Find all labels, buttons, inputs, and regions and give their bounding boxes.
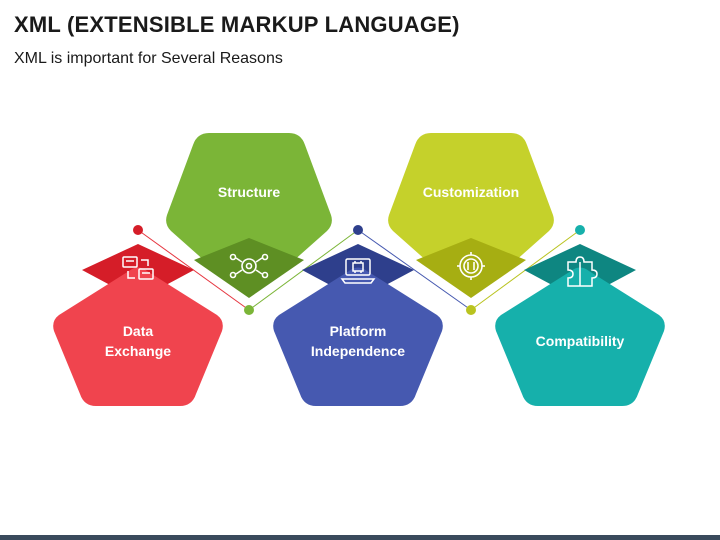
customization-label: Customization [423,184,519,200]
item-structure: Structure [166,133,332,298]
settings-gear-icon [457,252,485,280]
data-exchange-pentagon [53,267,223,406]
compatibility-label: Compatibility [536,333,625,349]
platform-label-line-1: Platform [330,323,387,339]
customization-pentagon [388,133,554,293]
customization-icon-tab [416,238,526,298]
puzzle-icon [567,256,598,287]
dot-customization [466,305,476,315]
item-customization: Customization [388,133,554,298]
structure-label: Structure [218,184,280,200]
data-exchange-label-line-2: Exchange [105,343,171,359]
structure-pentagon [166,133,332,293]
page-subtitle: XML is important for Several Reasons [14,50,283,67]
dot-compatibility [575,225,585,235]
compatibility-pentagon [495,267,665,406]
data-exchange-icon [122,256,154,280]
item-compatibility: Compatibility [495,244,665,406]
platform-label-line-2: Independence [311,343,405,359]
item-data-exchange: Data Exchange [53,244,223,406]
item-platform-independence: Platform Independence [273,244,443,406]
laptop-chip-icon [340,258,376,284]
footer-bar [0,535,720,540]
dot-data-exchange [133,225,143,235]
connector-dots [133,225,585,315]
connector-platform-to-customization [357,229,472,311]
dot-platform [353,225,363,235]
dot-structure [244,305,254,315]
structure-network-icon [229,253,269,279]
page-title: XML (EXTENSIBLE MARKUP LANGUAGE) [14,12,460,37]
platform-pentagon [273,267,443,406]
data-exchange-label-line-1: Data [123,323,154,339]
